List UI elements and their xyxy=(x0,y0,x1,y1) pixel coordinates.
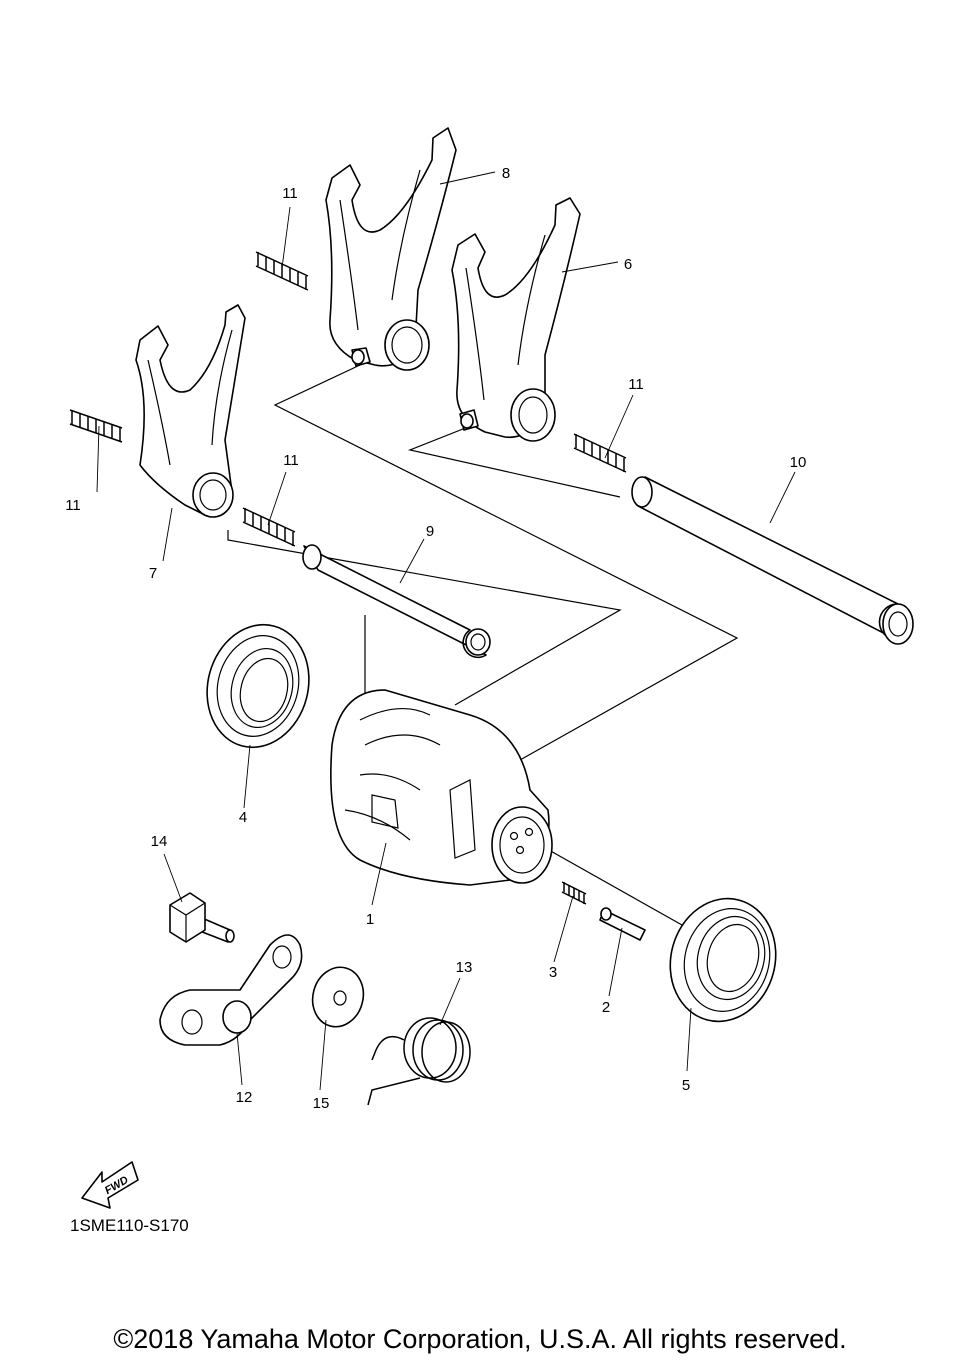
bolt-14[interactable] xyxy=(169,892,235,943)
torsion-spring-13[interactable] xyxy=(367,1017,471,1106)
callout-6: 6 xyxy=(624,256,632,273)
spring-11-upper[interactable] xyxy=(255,251,309,291)
spring-3[interactable] xyxy=(561,881,587,905)
spring-11-right[interactable] xyxy=(573,433,627,473)
pin-2[interactable] xyxy=(599,907,646,941)
shift-fork-8[interactable] xyxy=(325,127,457,371)
callout-4: 4 xyxy=(239,809,247,826)
callout-12: 12 xyxy=(236,1089,253,1106)
callout-1: 1 xyxy=(366,911,374,928)
copyright-notice: ©2018 Yamaha Motor Corporation, U.S.A. A… xyxy=(113,1324,847,1354)
shift-drum-1[interactable] xyxy=(330,689,553,886)
callout-2: 2 xyxy=(602,999,610,1016)
forward-direction-arrow: FWD xyxy=(81,1161,139,1209)
shift-fork-6[interactable] xyxy=(451,197,581,442)
callout-15: 15 xyxy=(313,1095,330,1112)
callout-13: 13 xyxy=(456,959,473,976)
shift-fork-shaft-short[interactable] xyxy=(302,544,491,659)
callout-9: 9 xyxy=(426,523,434,540)
bearing-4[interactable] xyxy=(194,613,323,759)
callout-11-right: 11 xyxy=(628,376,644,393)
shift-fork-shaft-long[interactable] xyxy=(631,476,914,645)
callout-5: 5 xyxy=(682,1077,690,1094)
leader-lines xyxy=(96,171,796,1091)
callout-11-left: 11 xyxy=(65,497,81,514)
drawing-code: 1SME110-S170 xyxy=(70,1216,189,1235)
callout-8: 8 xyxy=(502,165,510,182)
callout-10: 10 xyxy=(790,454,807,471)
guide-lines xyxy=(227,364,739,926)
shift-fork-7[interactable] xyxy=(135,304,246,518)
callout-3: 3 xyxy=(549,964,557,981)
stopper-lever-12[interactable] xyxy=(159,934,303,1046)
washer-15[interactable] xyxy=(306,962,370,1033)
callout-labels: 8 6 11 11 11 11 7 9 10 4 14 1 3 13 2 5 1… xyxy=(65,165,806,1112)
callout-11-middle: 11 xyxy=(283,452,299,469)
callout-11-upper: 11 xyxy=(282,185,298,202)
spring-11-middle[interactable] xyxy=(242,507,296,547)
bearing-5[interactable] xyxy=(657,887,790,1034)
spring-11-left[interactable] xyxy=(69,409,123,443)
callout-14: 14 xyxy=(151,833,168,850)
callout-7: 7 xyxy=(149,565,157,582)
